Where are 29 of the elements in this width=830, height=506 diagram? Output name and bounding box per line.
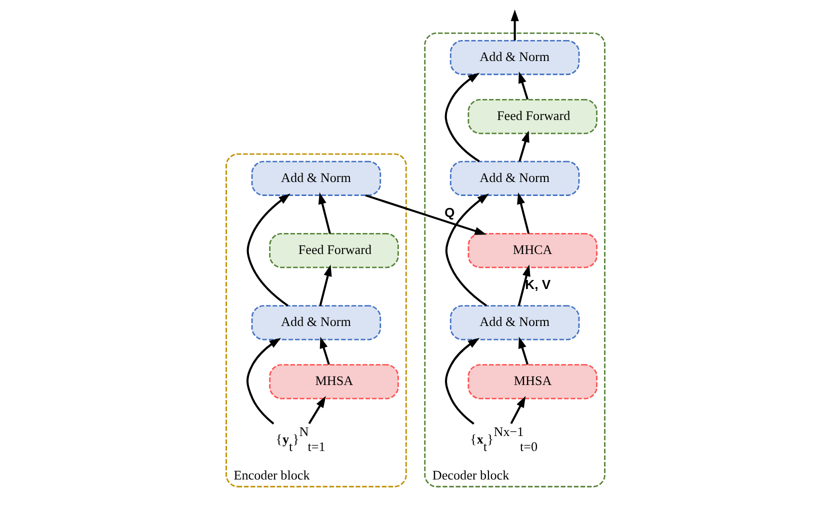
edge-label: Q [444,204,454,220]
arrow [518,130,529,162]
node-box: MHSA [467,364,597,400]
arrow [319,336,330,365]
arrow [308,396,326,424]
arrow [318,192,330,234]
node-box: Add & Norm [250,305,381,340]
arrow [516,192,530,234]
arrow [246,194,290,306]
arrow [444,338,480,425]
node-box: MHCA [467,232,597,268]
node-box: Feed Forward [467,98,597,134]
arrow [510,396,526,424]
arrow [517,264,530,306]
node-box: Add & Norm [449,305,580,340]
arrow [518,72,528,100]
arrow [318,264,332,306]
node-box: Add & Norm [449,160,580,196]
node-box: Add & Norm [449,40,580,76]
arrow [444,194,489,306]
arrow [246,338,280,425]
arrow [444,72,480,162]
node-box: MHSA [268,364,398,400]
arrow [518,336,528,365]
arrow [364,194,486,235]
node-box: Add & Norm [250,160,381,196]
edge-label: K, V [524,277,550,292]
node-box: Feed Forward [268,232,398,268]
arrow [510,9,518,40]
